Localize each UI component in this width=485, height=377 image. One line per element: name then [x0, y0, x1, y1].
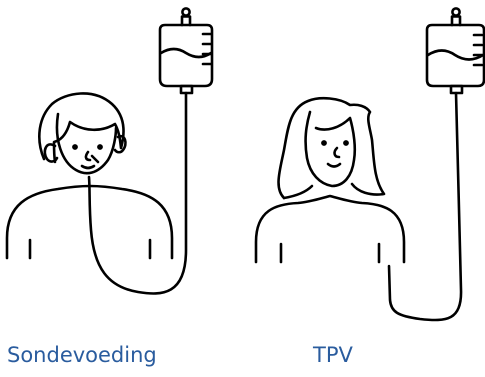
- right-iv-line: [389, 93, 461, 320]
- boy-with-feeding-tube-icon: [7, 93, 172, 258]
- right-iv-bag-icon: [427, 8, 484, 93]
- left-iv-bag-icon: [160, 8, 212, 93]
- caption-tpv: TPV: [313, 342, 353, 368]
- girl-with-iv-line-icon: [256, 98, 404, 262]
- caption-tube-feeding: Sondevoeding: [7, 342, 157, 368]
